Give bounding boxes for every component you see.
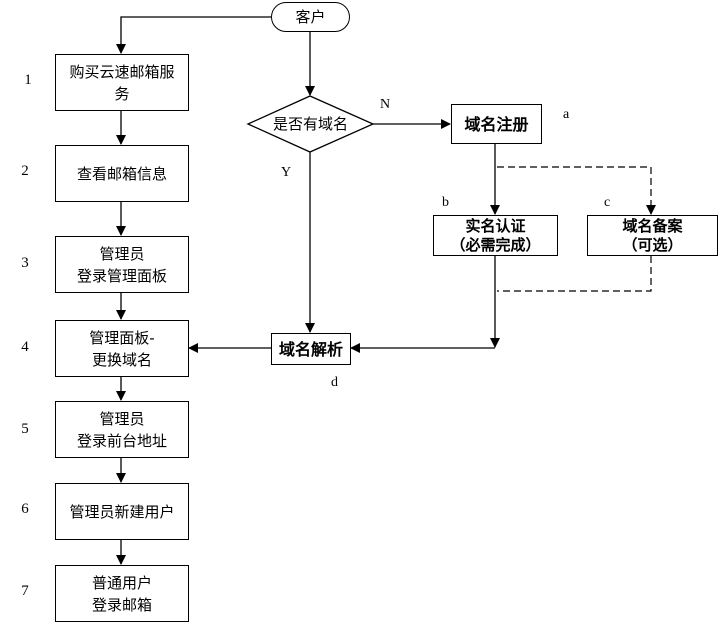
step-line: 登录管理面板 bbox=[76, 266, 167, 285]
step-admin-create-user: 管理员新建用户 bbox=[55, 483, 189, 540]
step-admin-login-panel: 管理员登录管理面板 bbox=[55, 236, 189, 293]
edge-start-to-step1 bbox=[116, 16, 271, 54]
domain-registration-label: 域名注册 bbox=[464, 114, 529, 134]
domain-resolution-label: 域名解析 bbox=[278, 339, 343, 359]
step-line: 普通用户 bbox=[91, 573, 152, 592]
step-line: 务 bbox=[114, 84, 130, 103]
real-name-auth-tag: b bbox=[442, 195, 449, 210]
step-line: 管理员 bbox=[99, 244, 145, 263]
domain-resolution-tag: d bbox=[331, 375, 338, 390]
decision-no-label: N bbox=[380, 97, 391, 112]
step-buy-mailbox-service: 购买云速邮箱服务 bbox=[55, 54, 189, 111]
step-number: 1 bbox=[24, 72, 32, 88]
domain-filing-tag: c bbox=[604, 195, 611, 210]
start-label: 客户 bbox=[295, 8, 326, 26]
decision-yes-label: Y bbox=[281, 165, 292, 180]
real-name-auth-box: 实名认证（必需完成） bbox=[433, 215, 558, 256]
step-number: 3 bbox=[21, 255, 29, 271]
domain-registration-tag: a bbox=[563, 107, 570, 122]
step-number: 7 bbox=[21, 583, 29, 599]
step-line: 购买云速邮箱服 bbox=[69, 62, 175, 81]
step-number: 4 bbox=[21, 339, 29, 355]
step-line: 实名认证 bbox=[465, 216, 526, 235]
decision-diamond bbox=[246, 95, 375, 153]
step-number: 2 bbox=[21, 163, 29, 179]
step-number: 5 bbox=[21, 421, 29, 437]
step-user-login-mailbox: 普通用户登录邮箱 bbox=[55, 565, 189, 622]
step-line: 域名备案 bbox=[622, 216, 683, 235]
step-line: （必需完成） bbox=[450, 235, 541, 254]
step-line: 更换域名 bbox=[91, 350, 152, 369]
step-line: 管理面板- bbox=[89, 328, 155, 347]
step-line: 登录邮箱 bbox=[91, 595, 152, 614]
domain-filing-box: 域名备案（可选） bbox=[587, 215, 718, 256]
step-admin-login-frontend: 管理员登录前台地址 bbox=[55, 401, 189, 458]
step-view-mailbox-info: 查看邮箱信息 bbox=[55, 145, 189, 202]
step-panel-change-domain: 管理面板- 更换域名 bbox=[55, 320, 189, 377]
decision-label: 是否有域名 bbox=[272, 115, 348, 133]
edge-optional-from-filing bbox=[497, 256, 652, 292]
step-line: 登录前台地址 bbox=[76, 431, 167, 450]
step-line: （可选） bbox=[622, 235, 683, 254]
step-line: 查看邮箱信息 bbox=[76, 164, 167, 183]
step-line: 管理员新建用户 bbox=[69, 502, 175, 521]
step-number: 6 bbox=[21, 501, 29, 517]
start-terminal: 客户 bbox=[271, 2, 350, 32]
edge-optional-to-filing bbox=[497, 166, 656, 215]
step-line: 管理员 bbox=[99, 409, 145, 428]
domain-resolution-box: 域名解析 bbox=[271, 333, 351, 365]
domain-registration-box: 域名注册 bbox=[451, 104, 542, 144]
